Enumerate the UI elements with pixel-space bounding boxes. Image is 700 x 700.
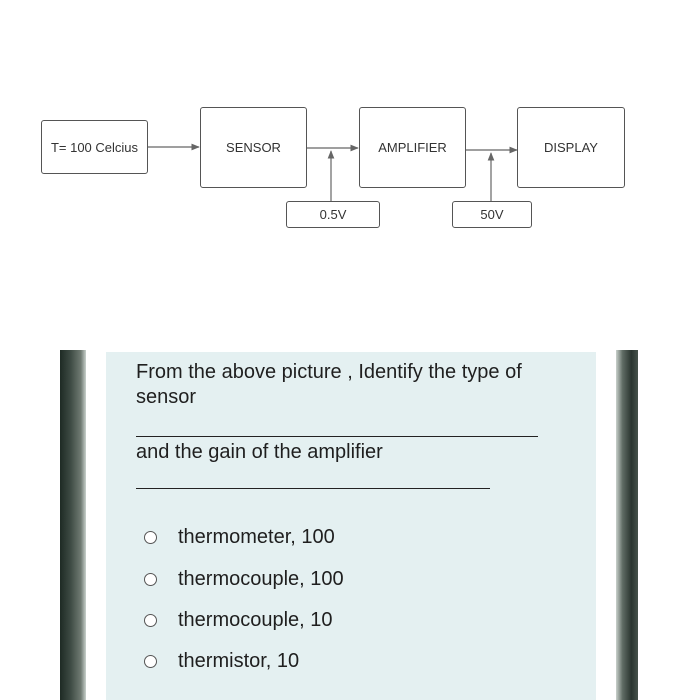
amplifier-output-voltage-box: 50V [452,201,532,228]
option-1-label: thermometer, 100 [178,525,335,548]
option-3-label: thermocouple, 10 [178,608,333,631]
radio-circle-icon[interactable] [144,654,157,668]
radio-circle-icon[interactable] [144,613,157,627]
option-2[interactable]: thermocouple, 100 [144,566,344,592]
input-temperature-box: T= 100 Celcius [41,120,148,174]
radio-circle-icon[interactable] [144,530,157,544]
option-4[interactable]: thermistor, 10 [144,648,299,674]
radio-circle-icon[interactable] [144,572,157,586]
option-4-label: thermistor, 10 [178,649,300,672]
photo-edge-left [60,350,86,700]
answer-blank-2 [136,488,490,489]
option-1[interactable]: thermometer, 100 [144,524,335,550]
option-3[interactable]: thermocouple, 10 [144,607,333,633]
photo-edge-right [616,350,638,700]
sensor-box: SENSOR [200,107,307,188]
block-diagram-connectors [148,143,518,201]
amplifier-box: AMPLIFIER [359,107,466,188]
option-2-label: thermocouple, 100 [178,567,344,590]
question-text-line-2: and the gain of the amplifier [136,441,383,463]
question-text-line-1: From the above picture , Identify the ty… [136,361,522,408]
display-box: DISPLAY [517,107,625,188]
question-card [106,352,596,700]
sensor-output-voltage-box: 0.5V [286,201,380,228]
answer-blank-1 [136,436,538,437]
